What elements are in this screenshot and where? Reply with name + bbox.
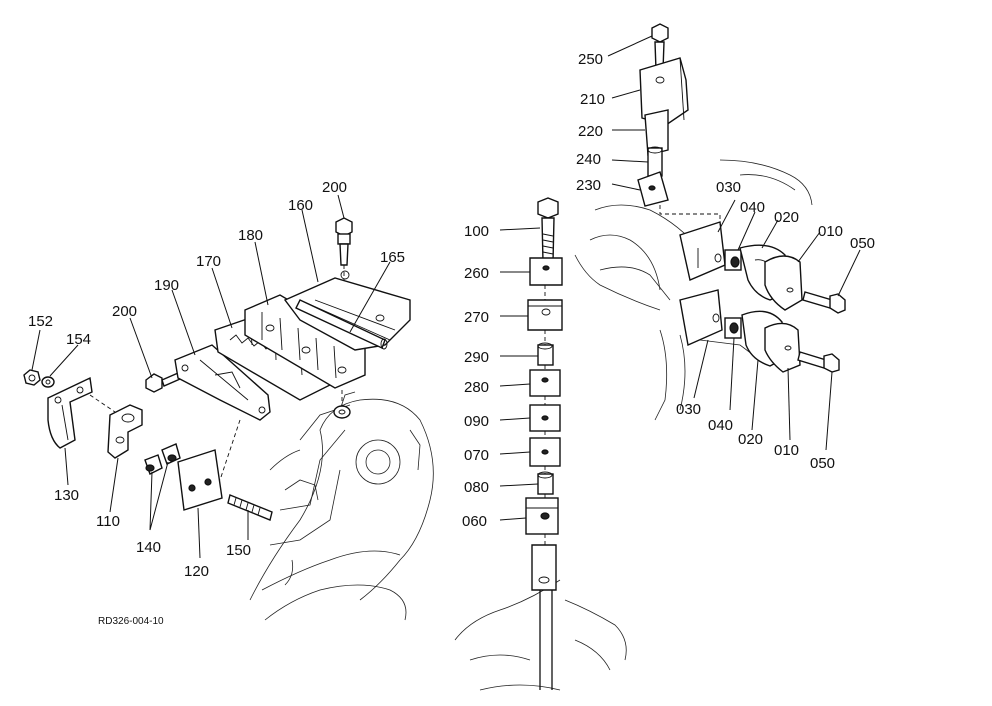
label-040-upper: 040 [740, 199, 765, 216]
label-280: 280 [464, 379, 489, 396]
part-100-bolt [537, 197, 559, 263]
label-050-lower: 050 [810, 455, 835, 472]
label-120: 120 [184, 563, 209, 580]
part-165-shaft [295, 299, 388, 350]
label-230: 230 [576, 177, 601, 194]
part-labels: 250 210 220 240 230 100 260 270 290 280 … [28, 51, 875, 627]
part-010-cap-upper [764, 255, 803, 311]
part-040-bushing-lower [724, 317, 742, 339]
part-050-bolt-lower [797, 351, 840, 373]
label-270: 270 [464, 309, 489, 326]
label-020-lower: 020 [738, 431, 763, 448]
label-060: 060 [462, 513, 487, 530]
part-280-block [529, 369, 561, 397]
part-220-arm [644, 109, 669, 156]
part-040-bushing-upper [724, 249, 742, 271]
leader-lines [31, 35, 861, 559]
mount-boss [333, 405, 351, 419]
part-050-bolt-upper [802, 291, 846, 314]
label-180: 180 [238, 227, 263, 244]
label-150: 150 [226, 542, 251, 559]
label-130: 130 [54, 487, 79, 504]
label-190: 190 [154, 277, 179, 294]
label-154: 154 [66, 331, 91, 348]
engine-block-outline-right [454, 159, 813, 691]
mounting-post [531, 544, 557, 690]
label-200-left: 200 [112, 303, 137, 320]
label-210: 210 [580, 91, 605, 108]
part-150-stud [227, 494, 273, 521]
label-152: 152 [28, 313, 53, 330]
part-180-grooved-block [244, 294, 366, 389]
label-010-upper: 010 [818, 223, 843, 240]
part-160-mounting-bracket [283, 270, 411, 351]
engine-block-outline-left [249, 391, 434, 621]
label-100: 100 [464, 223, 489, 240]
label-110: 110 [96, 513, 120, 530]
label-165: 165 [380, 249, 405, 266]
part-230-plate [637, 171, 669, 207]
part-120-plate [177, 449, 223, 511]
part-260-block [529, 257, 563, 286]
label-220: 220 [578, 123, 603, 140]
label-290: 290 [464, 349, 489, 366]
label-250: 250 [578, 51, 603, 68]
part-152-nut [23, 369, 41, 386]
part-130-bracket [47, 376, 93, 449]
part-110-clamp [107, 404, 143, 459]
part-270-block [527, 299, 563, 331]
part-140-bushing [144, 443, 181, 475]
drawing-code: RD326-004-10 [98, 616, 164, 627]
part-090-block [529, 404, 561, 432]
part-200-bolt-top [335, 217, 353, 266]
label-040-lower: 040 [708, 417, 733, 434]
part-154-washer [41, 376, 55, 388]
label-020-upper: 020 [774, 209, 799, 226]
assembly-axis-lines [89, 205, 721, 545]
label-030-lower: 030 [676, 401, 701, 418]
part-030-bracket-lower [679, 289, 723, 347]
label-030-upper: 030 [716, 179, 741, 196]
part-060-block [525, 497, 559, 535]
label-090: 090 [464, 413, 489, 430]
label-010-lower: 010 [774, 442, 799, 459]
part-290-spacer [537, 342, 554, 366]
label-260: 260 [464, 265, 489, 282]
label-080: 080 [464, 479, 489, 496]
part-070-block [529, 437, 561, 467]
label-050-upper: 050 [850, 235, 875, 252]
label-200-top: 200 [322, 179, 347, 196]
label-160: 160 [288, 197, 313, 214]
label-070: 070 [464, 447, 489, 464]
part-080-spacer [537, 471, 554, 495]
part-010-cap-lower [764, 322, 801, 373]
label-140: 140 [136, 539, 161, 556]
part-210-bracket [639, 57, 689, 126]
label-170: 170 [196, 253, 221, 270]
label-240: 240 [576, 151, 601, 168]
